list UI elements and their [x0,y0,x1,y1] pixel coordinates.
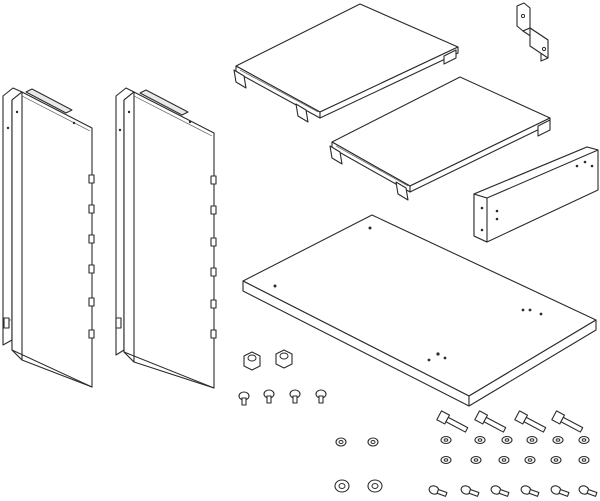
base-board [242,214,597,407]
screws-bottom-row [428,485,598,497]
side-panel-right [115,87,217,389]
l-bracket [516,2,549,62]
washers-small [335,437,379,447]
shelf-lower [329,76,551,201]
nuts-large [243,349,293,371]
shelf-upper [233,3,459,123]
nuts-flat [334,479,383,493]
washers-row [440,435,590,465]
screws-small [238,389,327,406]
front-rail [473,146,599,243]
bolts-long [436,410,584,433]
side-panel-left [2,87,95,388]
